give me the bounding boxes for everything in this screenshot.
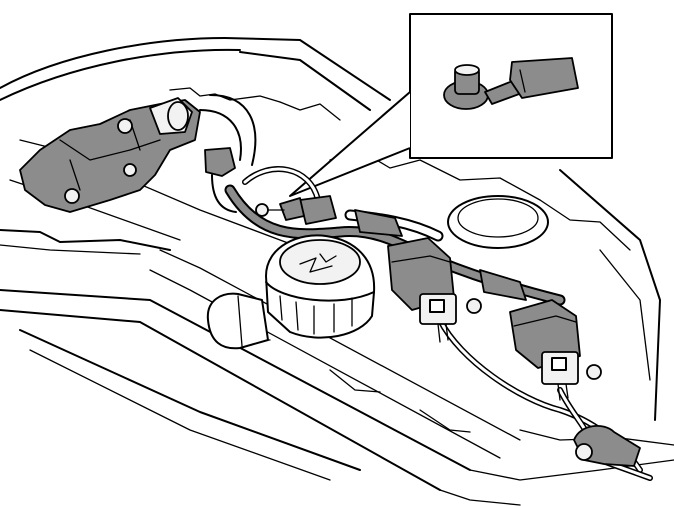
bolt-icon xyxy=(255,203,269,217)
rubber-boot xyxy=(206,292,269,350)
small-sensor xyxy=(204,147,237,213)
throttle-body xyxy=(19,97,201,213)
reservoir-ring xyxy=(447,195,549,249)
bolt-icon xyxy=(466,298,482,314)
bolt-icon xyxy=(117,118,133,134)
ground-point-lower xyxy=(573,425,641,467)
ground-terminal xyxy=(255,195,337,225)
bolt-icon xyxy=(586,364,602,380)
bolt-icon xyxy=(575,443,593,461)
intake-hose xyxy=(199,94,257,166)
bolt-icon xyxy=(64,188,80,204)
filler-cap xyxy=(265,234,376,339)
cap-symbol-icon xyxy=(299,257,333,273)
bolt-icon xyxy=(123,163,137,177)
sensor-connector-left xyxy=(387,237,482,343)
harness-sleeves xyxy=(354,209,527,301)
ring-terminal-icon xyxy=(443,57,579,110)
sensor-connector-right xyxy=(509,299,602,401)
detail-inset xyxy=(289,13,613,197)
